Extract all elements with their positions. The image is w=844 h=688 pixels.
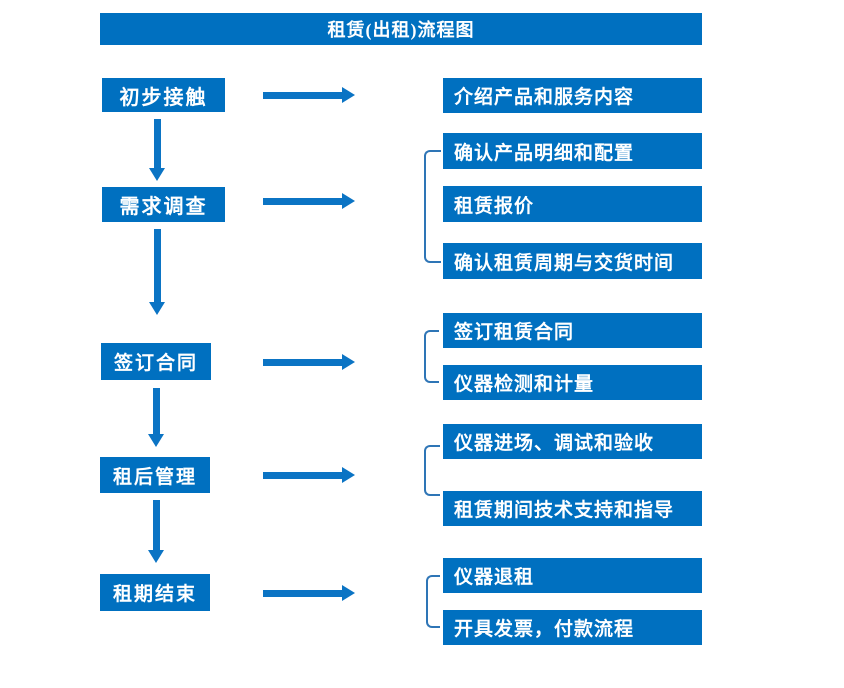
down-arrow-icon [149, 229, 166, 315]
step-post-rental-management: 租后管理 [100, 457, 210, 493]
output-technical-support-guidance: 租赁期间技术支持和指导 [443, 491, 702, 526]
step-sign-contract: 签订合同 [101, 343, 211, 380]
group-bracket [424, 445, 440, 496]
step-demand-survey: 需求调查 [102, 187, 225, 222]
output-confirm-rental-period-delivery: 确认租赁周期与交货时间 [443, 243, 702, 279]
output-instrument-arrival-debug-acceptance: 仪器进场、调试和验收 [443, 424, 702, 459]
step-rental-end: 租期结束 [100, 574, 210, 611]
output-rental-quotation: 租赁报价 [443, 186, 702, 222]
right-arrow-icon [263, 585, 355, 602]
output-invoice-payment-process: 开具发票，付款流程 [443, 610, 702, 645]
down-arrow-icon [148, 500, 165, 563]
right-arrow-icon [263, 193, 355, 210]
right-arrow-icon [263, 87, 355, 104]
down-arrow-icon [149, 119, 166, 181]
down-arrow-icon [148, 388, 165, 447]
output-instrument-return: 仪器退租 [443, 558, 702, 593]
flowchart-title: 租赁(出租)流程图 [100, 13, 702, 45]
step-initial-contact: 初步接触 [102, 78, 225, 112]
group-bracket [426, 575, 440, 628]
output-instrument-testing-metering: 仪器检测和计量 [443, 365, 702, 400]
output-introduce-products-services: 介绍产品和服务内容 [443, 78, 702, 113]
output-sign-rental-contract: 签订租赁合同 [443, 313, 702, 348]
right-arrow-icon [263, 467, 355, 484]
right-arrow-icon [263, 354, 355, 371]
group-bracket [424, 150, 441, 263]
output-confirm-product-details-config: 确认产品明细和配置 [443, 133, 702, 169]
group-bracket [424, 330, 439, 383]
